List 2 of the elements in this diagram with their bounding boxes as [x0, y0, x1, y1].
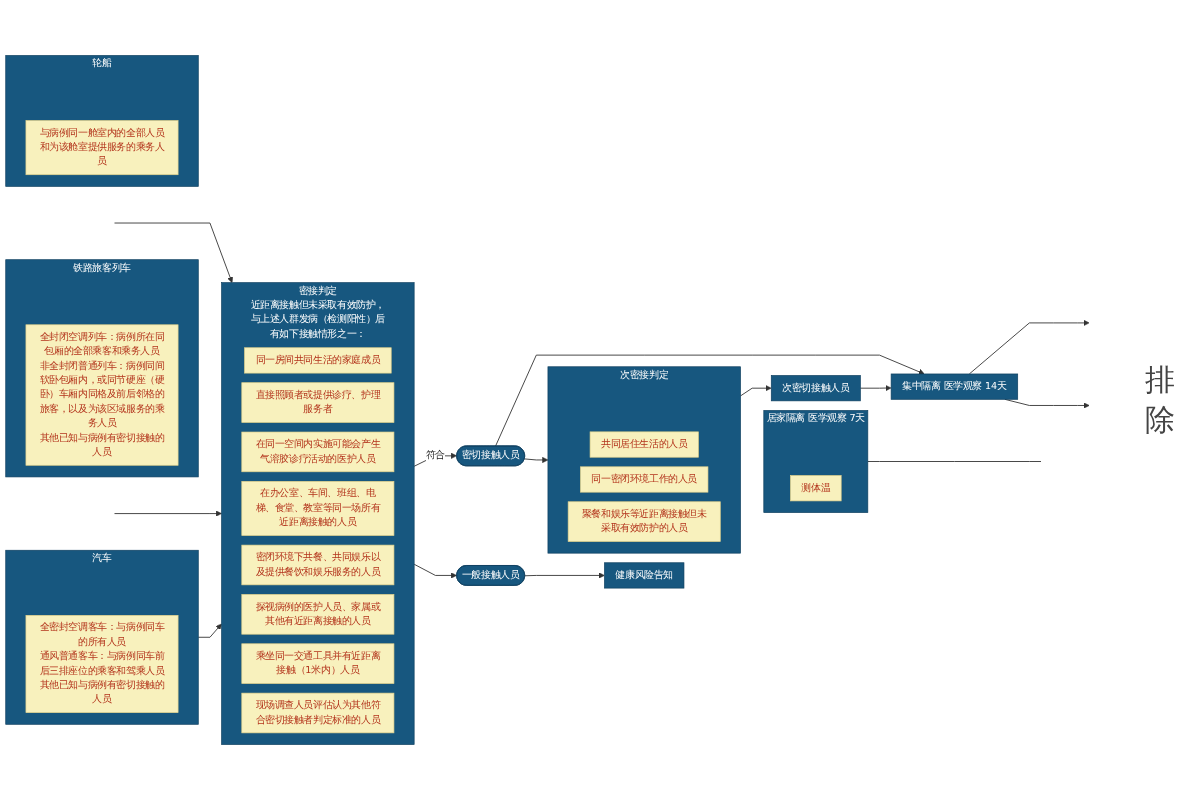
connector	[867, 461, 1042, 462]
side-label: 排除	[1144, 360, 1176, 440]
